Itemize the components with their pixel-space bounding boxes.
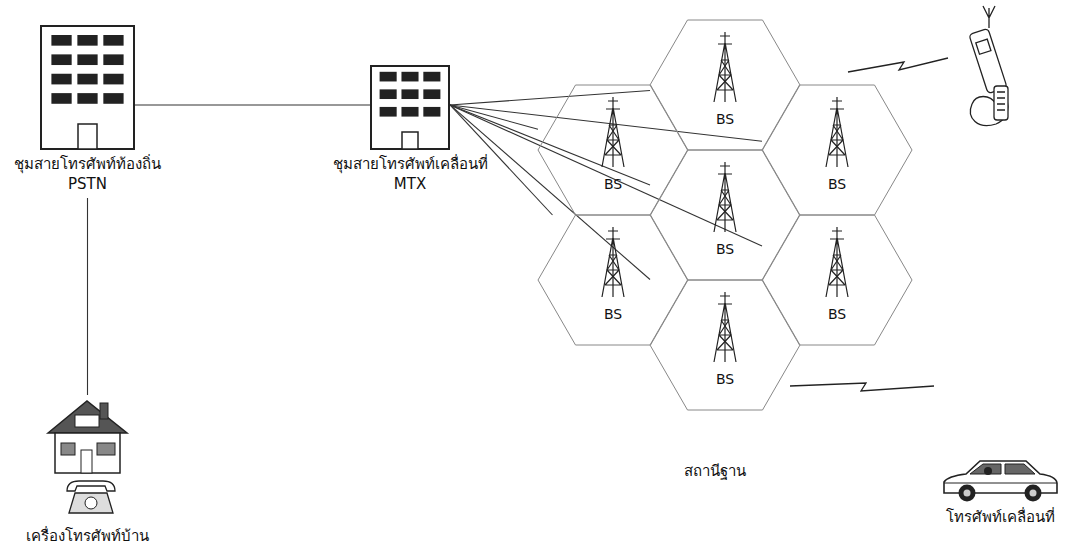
cell-site: BS — [762, 85, 912, 215]
node-caption: ชุมสายโทรศัพท์เคลื่อนที่MTX — [333, 154, 488, 194]
free-label: สถานีฐาน — [684, 461, 746, 481]
station-label: BS — [604, 306, 622, 323]
cell-site: BS — [762, 215, 912, 345]
station-label: BS — [716, 241, 734, 258]
node-shape — [650, 20, 800, 150]
node-label: PSTN — [14, 174, 161, 194]
node-shape — [650, 280, 800, 410]
radio-wave — [848, 58, 948, 72]
exchange-building: ชุมสายโทรศัพท์ท้องถิ่นPSTN — [40, 25, 135, 150]
node-label: MTX — [333, 174, 488, 194]
cell-site: BS — [650, 150, 800, 280]
exchange-building: ชุมสายโทรศัพท์เคลื่อนที่MTX — [370, 65, 450, 150]
node-label: โทรศัพท์เคลื่อนที่ — [946, 507, 1055, 527]
car-phone: โทรศัพท์เคลื่อนที่ — [940, 455, 1060, 503]
node-label: ชุมสายโทรศัพท์เคลื่อนที่ — [333, 154, 488, 174]
station-label: BS — [716, 371, 734, 388]
node-caption: เครื่องโทรศัพท์บ้าน — [26, 526, 149, 546]
connector — [135, 104, 370, 105]
node-shape — [762, 215, 912, 345]
node-caption: BS — [716, 371, 734, 388]
station-label: BS — [828, 306, 846, 323]
node-shape — [45, 395, 130, 522]
station-label: BS — [716, 111, 734, 128]
node-caption: BS — [828, 306, 846, 323]
node-caption: BS — [716, 241, 734, 258]
node-shape — [762, 85, 912, 215]
connector — [450, 105, 762, 246]
node-shape — [370, 65, 450, 150]
connector — [87, 198, 88, 395]
node-caption: BS — [828, 176, 846, 193]
cell-site: BS — [538, 85, 688, 215]
cell-site: BS — [650, 20, 800, 150]
node-label: เครื่องโทรศัพท์บ้าน — [26, 526, 149, 546]
house-phone: เครื่องโทรศัพท์บ้าน — [45, 395, 130, 522]
node-shape — [538, 215, 688, 345]
node-caption: BS — [716, 111, 734, 128]
node-caption: โทรศัพท์เคลื่อนที่ — [946, 507, 1055, 527]
mobile-handset — [969, 6, 1008, 126]
node-label: ชุมสายโทรศัพท์ท้องถิ่น — [14, 154, 161, 174]
node-caption: ชุมสายโทรศัพท์ท้องถิ่นPSTN — [14, 154, 161, 194]
node-shape — [538, 85, 688, 215]
cell-site: BS — [650, 280, 800, 410]
node-caption: BS — [604, 176, 622, 193]
station-label: BS — [828, 176, 846, 193]
node-shape — [650, 150, 800, 280]
cell-site: BS — [538, 215, 688, 345]
station-label: BS — [604, 176, 622, 193]
node-shape — [940, 455, 1060, 503]
node-caption: BS — [604, 306, 622, 323]
radio-wave — [790, 383, 934, 391]
connector — [450, 90, 650, 105]
node-shape — [40, 25, 135, 150]
connector — [450, 105, 650, 280]
